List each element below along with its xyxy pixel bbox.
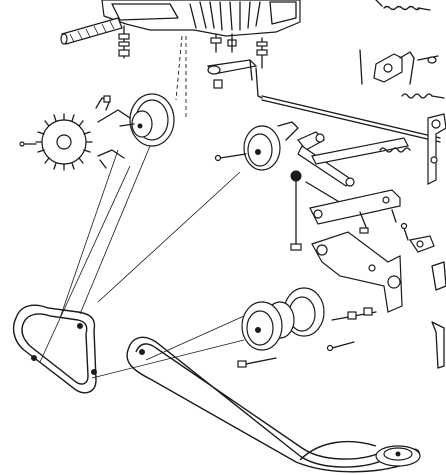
shaft-bolt-stack-mid [210, 33, 237, 53]
input-shaft [60, 17, 123, 45]
bolt-stack-right [256, 37, 268, 69]
side-bracket-right [427, 113, 446, 185]
fan-bolt [19, 141, 37, 147]
pulley-shaft-bolts [237, 307, 377, 368]
idler-bracket [277, 121, 299, 141]
spring-right [401, 93, 445, 99]
bracket-hardware [359, 209, 409, 241]
idler-pulley-upper [214, 125, 281, 171]
link-bracket-top-right [359, 49, 439, 85]
mounting-bracket-frame [309, 189, 446, 313]
right-edge-link [431, 321, 445, 369]
belt-pulley-bottom [375, 445, 421, 467]
drive-pulley-upper [119, 93, 175, 147]
double-pulley [241, 287, 325, 351]
shaft-bolt-stack-left [118, 25, 130, 59]
alignment-lines [39, 35, 245, 379]
belt-long [126, 336, 420, 473]
belt-short [12, 304, 97, 394]
transmission-housing [101, 0, 301, 37]
idler-arm-linkage [297, 131, 411, 213]
spring-top [375, 0, 431, 11]
cooling-fan [35, 113, 93, 171]
control-rod [261, 95, 441, 143]
tension-rod [290, 170, 302, 251]
lever-bracket [206, 59, 263, 99]
pulley-mount-bracket [95, 95, 131, 169]
